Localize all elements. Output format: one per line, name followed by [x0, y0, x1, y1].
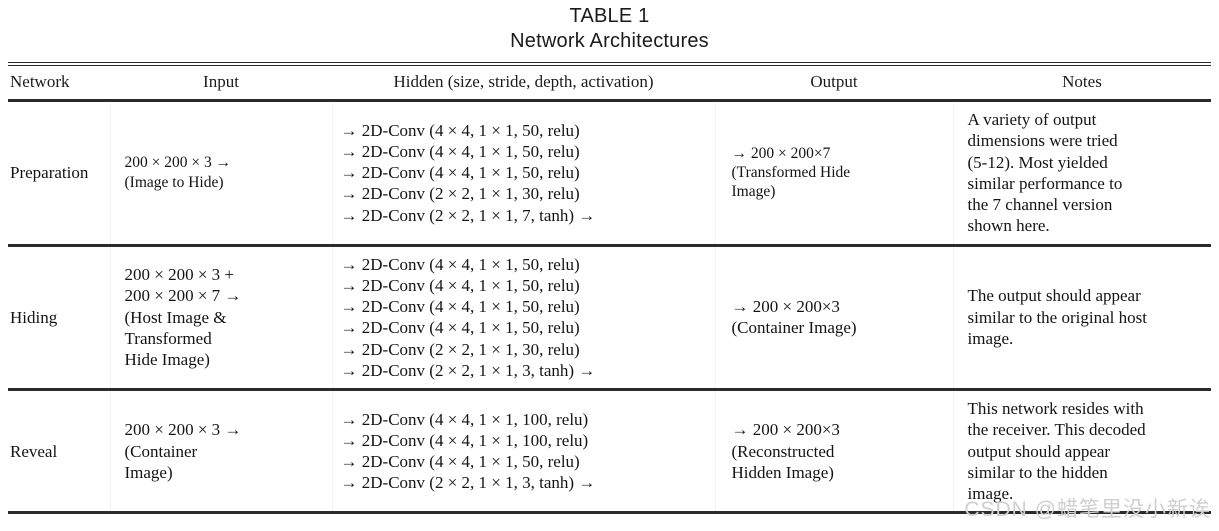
network-architectures-table: Network Input Hidden (size, stride, dept… — [8, 62, 1211, 515]
table-number: TABLE 1 — [569, 5, 650, 27]
cell-line: → 2D-Conv (4 × 4, 1 × 1, 50, relu) — [340, 163, 580, 183]
cell-line: image. — [967, 484, 1014, 503]
cell-hidden-layers: → 2D-Conv (4 × 4, 1 × 1, 50, relu)→ 2D-C… — [332, 245, 716, 391]
table-container: Network Input Hidden (size, stride, dept… — [8, 62, 1211, 515]
cell-line: similar to the original host — [967, 307, 1147, 327]
cell-notes: This network resides with the receiver. T… — [953, 389, 1211, 515]
cell-line: (Image to Hide) — [124, 173, 224, 191]
cell-line: similar performance to — [967, 173, 1123, 193]
cell-line: The output should appear — [967, 286, 1141, 306]
cell-line: output should appear — [967, 441, 1111, 461]
header-row: Network Input Hidden (size, stride, dept… — [8, 62, 1211, 102]
column-header-network: Network — [8, 62, 110, 102]
cell-line: → 200 × 200×3 — [731, 420, 840, 440]
table-body: Preparation 200 × 200 × 3 →(Image to Hid… — [8, 100, 1211, 515]
cell-line: → 2D-Conv (4 × 4, 1 × 1, 50, relu) — [340, 297, 580, 316]
cell-line: (Container Image) — [731, 318, 857, 338]
cell-line: shown here. — [967, 216, 1050, 236]
table-row: Hiding 200 × 200 × 3 +200 × 200 × 7 →(Ho… — [8, 245, 1211, 391]
cell-line: → 2D-Conv (4 × 4, 1 × 1, 100, relu) — [340, 409, 589, 429]
cell-hidden-layers: → 2D-Conv (4 × 4, 1 × 1, 100, relu)→ 2D-… — [332, 389, 716, 515]
cell-line: 200 × 200 × 3 → — [124, 420, 242, 440]
cell-line: → 200 × 200×7 — [731, 144, 831, 162]
cell-line: (Host Image & — [124, 307, 227, 327]
cell-line: → 2D-Conv (2 × 2, 1 × 1, 3, tanh) → — [340, 360, 596, 380]
table-header: Network Input Hidden (size, stride, dept… — [8, 62, 1211, 102]
table-title-block: TABLE 1 Network Architectures — [0, 0, 1219, 54]
cell-network-name: Reveal — [8, 389, 111, 515]
cell-line: → 2D-Conv (4 × 4, 1 × 1, 50, relu) — [340, 254, 580, 274]
cell-line: → 2D-Conv (4 × 4, 1 × 1, 50, relu) — [340, 452, 580, 472]
cell-line: (Reconstructed — [731, 441, 835, 461]
column-header-input: Input — [110, 62, 332, 102]
cell-input-spec: 200 × 200 × 3 +200 × 200 × 7 →(Host Imag… — [110, 245, 333, 391]
cell-line: → 2D-Conv (4 × 4, 1 × 1, 100, relu) — [340, 430, 589, 450]
cell-line: → 200 × 200×3 — [731, 297, 840, 316]
cell-line: dimensions were tried — [967, 131, 1118, 151]
cell-line: the receiver. This decoded — [967, 420, 1146, 440]
cell-line: Image) — [124, 462, 173, 482]
cell-output-spec: → 200 × 200×3 (Container Image) — [715, 245, 954, 391]
cell-line: Hide Image) — [124, 350, 210, 370]
cell-network-name: Preparation — [8, 100, 111, 247]
cell-line: Transformed — [124, 328, 212, 348]
cell-line: image. — [967, 328, 1014, 348]
cell-line: → 2D-Conv (2 × 2, 1 × 1, 7, tanh) → — [340, 205, 596, 225]
cell-line: A variety of output — [967, 110, 1097, 129]
cell-hidden-layers: → 2D-Conv (4 × 4, 1 × 1, 50, relu)→ 2D-C… — [332, 100, 716, 247]
column-header-output: Output — [715, 62, 953, 102]
cell-line: 200 × 200 × 3 + — [124, 265, 235, 285]
column-header-notes: Notes — [953, 62, 1211, 102]
cell-line: This network resides with — [967, 399, 1144, 418]
cell-line: → 2D-Conv (4 × 4, 1 × 1, 50, relu) — [340, 120, 580, 140]
cell-line: Image) — [731, 183, 776, 201]
cell-notes: A variety of output dimensions were tried… — [953, 100, 1211, 247]
cell-line: → 2D-Conv (4 × 4, 1 × 1, 50, relu) — [340, 318, 580, 338]
cell-network-name: Hiding — [8, 245, 111, 391]
cell-line: → 2D-Conv (2 × 2, 1 × 1, 30, relu) — [340, 184, 580, 204]
cell-line: → 2D-Conv (4 × 4, 1 × 1, 50, relu) — [340, 141, 580, 161]
cell-line: → 2D-Conv (2 × 2, 1 × 1, 30, relu) — [340, 339, 580, 359]
cell-line: the 7 channel version — [967, 195, 1113, 214]
cell-line: → 2D-Conv (2 × 2, 1 × 1, 3, tanh) → — [340, 473, 596, 493]
cell-line: 200 × 200 × 3 → — [124, 154, 232, 172]
column-header-hidden: Hidden (size, stride, depth, activation) — [332, 62, 715, 102]
cell-line: → 2D-Conv (4 × 4, 1 × 1, 50, relu) — [340, 275, 580, 295]
cell-line: (5-12). Most yielded — [967, 152, 1108, 172]
table-row: Preparation 200 × 200 × 3 →(Image to Hid… — [8, 100, 1211, 247]
cell-line: 200 × 200 × 7 → — [124, 286, 242, 306]
cell-line: Hidden Image) — [731, 462, 834, 482]
cell-line: (Container — [124, 441, 198, 461]
cell-input-spec: 200 × 200 × 3 →(Image to Hide) — [110, 100, 333, 247]
cell-line: similar to the hidden — [967, 462, 1108, 482]
table-caption: Network Architectures — [510, 30, 709, 52]
cell-line: (Transformed Hide — [731, 164, 851, 182]
